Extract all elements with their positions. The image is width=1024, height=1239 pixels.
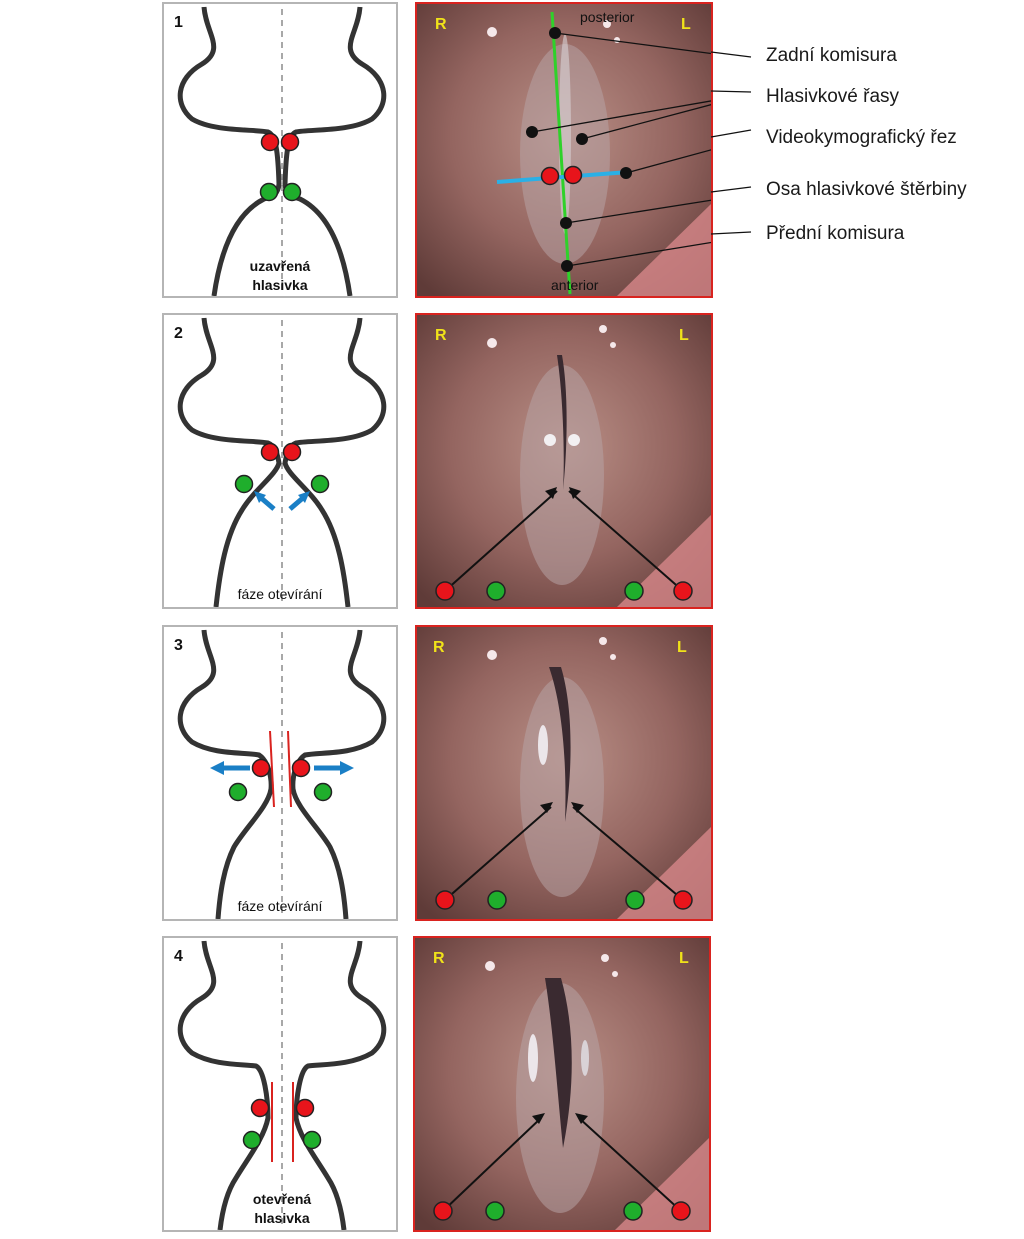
endoscopy-photo-3: R L xyxy=(415,625,713,921)
kymographic-line xyxy=(496,170,630,184)
side-label-right: R xyxy=(435,327,447,344)
anterior-commissure-dot xyxy=(561,260,573,272)
endoscopic-image-closed xyxy=(417,4,711,296)
panel-caption: fáze otevírání xyxy=(180,897,380,916)
glottal-axis-line xyxy=(550,11,572,295)
panel-number: 3 xyxy=(174,637,183,654)
endoscopy-photo-4: R L xyxy=(413,936,711,1232)
legend-vocal-folds: Hlasivkové řasy xyxy=(766,86,900,107)
vocal-fold-dot-left xyxy=(576,133,588,145)
vocal-fold-schematic-closed xyxy=(177,6,387,296)
schematic-panel-1: 1 uzavřená hlasivka xyxy=(162,2,398,298)
posterior-label: posterior xyxy=(580,9,635,25)
upper-lip-marker-right xyxy=(260,132,280,152)
posterior-commissure-dot xyxy=(549,27,561,39)
schematic-panel-3: 3 fáze otevírání xyxy=(162,625,398,921)
vocal-fold-dot-right xyxy=(526,126,538,138)
caption-line-1: otevřená xyxy=(252,1191,312,1207)
panel-caption: fáze otevírání xyxy=(180,585,380,604)
endoscopy-photo-1: R L posterior anterior xyxy=(415,2,713,298)
panel-number: 4 xyxy=(174,948,183,965)
caption-line-2: hlasivka xyxy=(254,1210,310,1226)
side-label-right: R xyxy=(433,950,445,967)
side-label-right: R xyxy=(433,639,445,656)
lower-lip-marker-left xyxy=(282,182,302,202)
panel-number: 1 xyxy=(174,14,183,31)
anterior-label: anterior xyxy=(551,277,599,293)
schematic-panel-2: 2 fáze otevírání xyxy=(162,313,398,609)
side-label-left: L xyxy=(677,639,687,656)
caption-line-2: hlasivka xyxy=(252,277,308,293)
vocal-fold-schematic-open xyxy=(177,940,387,1230)
caption-line-1: uzavřená xyxy=(249,258,311,274)
side-label-left: L xyxy=(681,16,691,33)
legend-glottal-axis: Osa hlasivkové štěrbiny xyxy=(766,179,967,200)
legend-leader-lines xyxy=(711,51,752,235)
glottal-axis-dot xyxy=(560,217,572,229)
endoscopic-image-open xyxy=(415,938,709,1230)
side-label-right: R xyxy=(435,16,447,33)
legend-anterior-commissure: Přední komisura xyxy=(766,223,905,244)
legend-posterior-commissure: Zadní komisura xyxy=(766,45,897,66)
vocal-fold-schematic-opening xyxy=(177,317,387,607)
vocal-fold-schematic-opening-2 xyxy=(177,629,387,919)
legend-kymographic-line: Videokymografický řez xyxy=(766,127,957,148)
endoscopic-image-opening-1 xyxy=(417,315,711,607)
endoscopic-image-opening-2 xyxy=(417,627,711,919)
schematic-panel-4: 4 otevřená hlasivka xyxy=(162,936,398,1232)
panel-number: 2 xyxy=(174,325,183,342)
side-label-left: L xyxy=(679,950,689,967)
lower-lip-marker-right xyxy=(259,182,279,202)
endoscopy-photo-2: R L xyxy=(415,313,713,609)
kymographic-line-dot xyxy=(620,167,632,179)
caption-line-1: fáze otevírání xyxy=(237,586,323,602)
caption-line-1: fáze otevírání xyxy=(237,898,323,914)
panel-caption: otevřená hlasivka xyxy=(182,1190,382,1228)
side-label-left: L xyxy=(679,327,689,344)
panel-caption: uzavřená hlasivka xyxy=(180,257,380,295)
upper-lip-marker-left xyxy=(280,132,300,152)
